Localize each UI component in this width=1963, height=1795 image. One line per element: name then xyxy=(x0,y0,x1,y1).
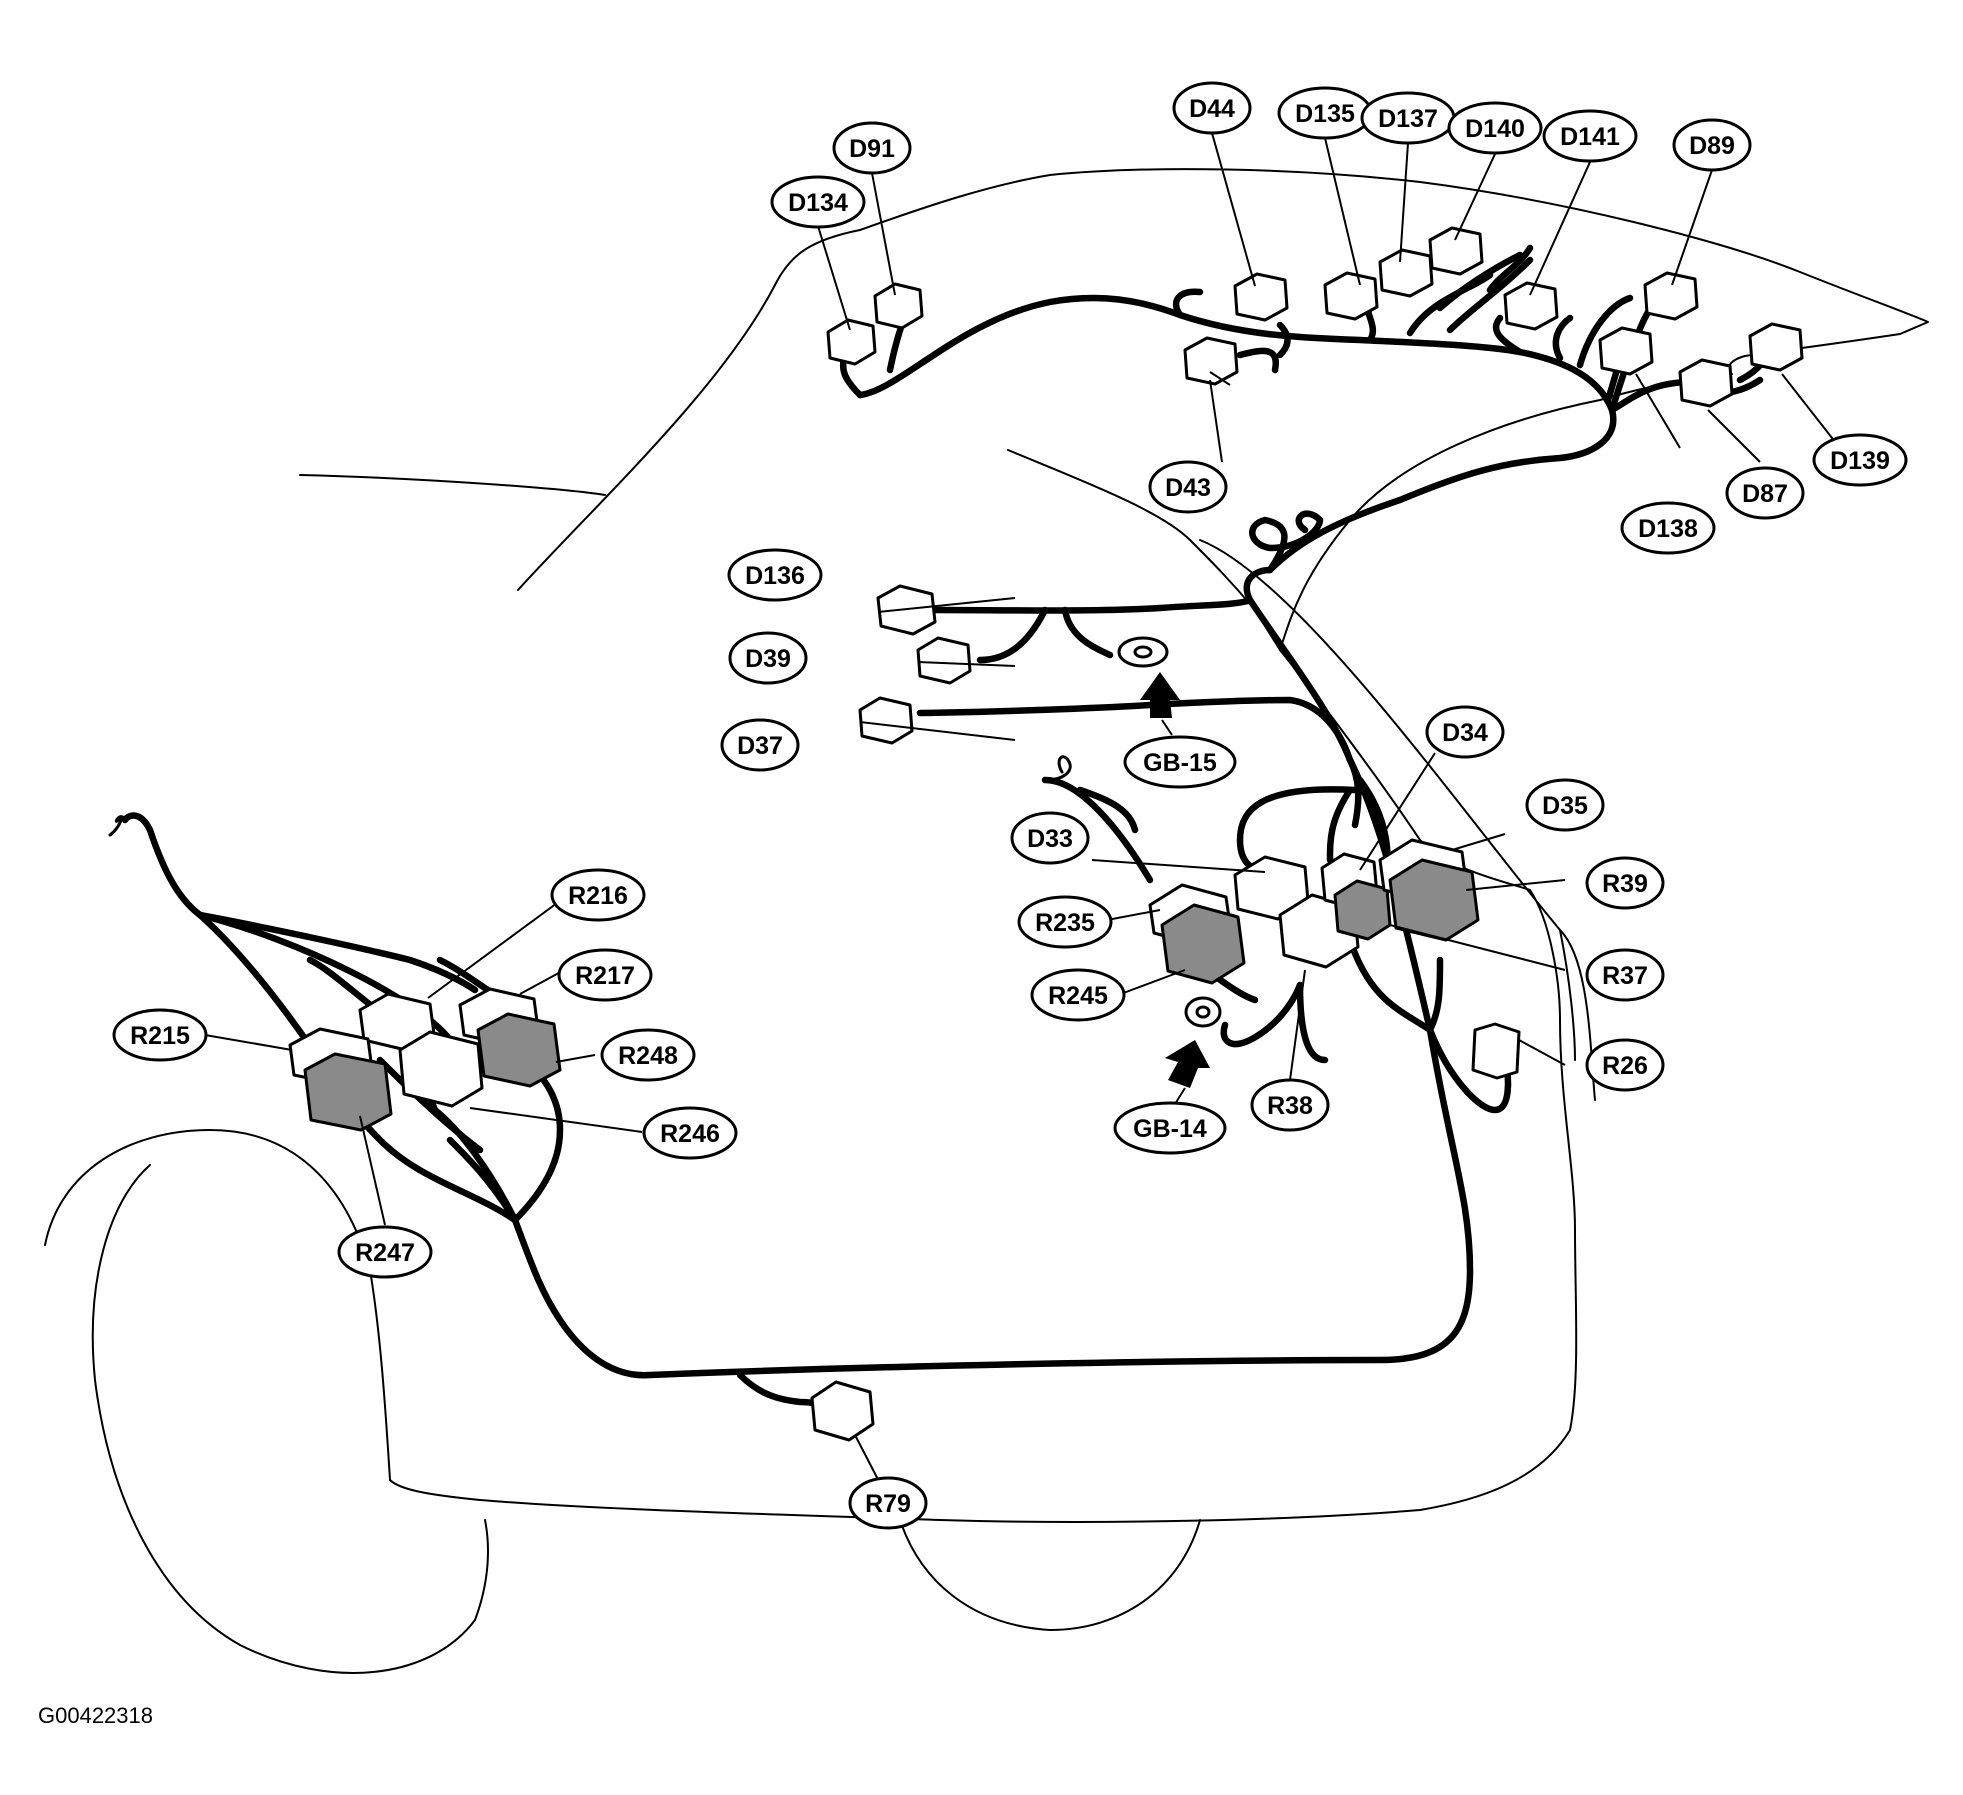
connector-d87-icon xyxy=(1678,358,1734,408)
callout-label: D137 xyxy=(1378,105,1438,133)
connector-r39-icon xyxy=(1388,858,1480,942)
vehicle-outline xyxy=(44,168,1929,1674)
callout-label: R217 xyxy=(575,962,635,990)
callout-r38: R38 xyxy=(1250,1078,1330,1132)
connector-r246-icon xyxy=(398,1030,484,1108)
callout-r245: R245 xyxy=(1030,968,1126,1022)
callout-label: D34 xyxy=(1442,719,1488,747)
callout-label: R215 xyxy=(130,1022,190,1050)
connector-d39-icon xyxy=(916,636,972,685)
callout-label: D141 xyxy=(1560,123,1620,151)
callout-label: R245 xyxy=(1048,982,1108,1010)
callout-r216: R216 xyxy=(550,868,646,922)
connector-d44-icon xyxy=(1233,272,1289,322)
connector-r79-icon xyxy=(810,1380,875,1442)
callout-r248: R248 xyxy=(600,1028,696,1082)
connector-r26-icon xyxy=(1471,1022,1521,1080)
callout-label: D134 xyxy=(788,189,848,217)
connector-d140-icon xyxy=(1428,226,1484,276)
connector-d89-icon xyxy=(1643,271,1699,321)
leader-lines xyxy=(204,132,1844,1494)
callout-label: R38 xyxy=(1267,1092,1313,1120)
callout-label: D139 xyxy=(1830,447,1890,475)
connector-r37-icon xyxy=(1333,879,1392,941)
callout-d141: D141 xyxy=(1542,109,1638,163)
callout-label: D35 xyxy=(1542,792,1588,820)
connectors xyxy=(288,226,1804,1442)
connector-d138-icon xyxy=(1598,326,1654,376)
callout-d138: D138 xyxy=(1620,501,1716,555)
callout-r215: R215 xyxy=(112,1008,208,1062)
arrow-gb14-icon xyxy=(1165,1040,1210,1088)
callout-label: D44 xyxy=(1189,95,1235,123)
callout-label: D140 xyxy=(1465,115,1525,143)
callout-label: D43 xyxy=(1165,474,1211,502)
callout-d139: D139 xyxy=(1812,433,1908,487)
callout-r246: R246 xyxy=(642,1106,738,1160)
callout-label: R247 xyxy=(355,1239,415,1267)
callout-d37: D37 xyxy=(720,718,800,772)
callout-label: R235 xyxy=(1035,909,1095,937)
callout-label: R39 xyxy=(1602,870,1648,898)
connector-d43-icon xyxy=(1183,336,1239,386)
callout-d137: D137 xyxy=(1360,91,1456,145)
callout-label: D87 xyxy=(1742,480,1788,508)
callout-label: R26 xyxy=(1602,1052,1648,1080)
callout-label: R216 xyxy=(568,882,628,910)
callout-d89: D89 xyxy=(1672,118,1752,172)
connector-d141-icon xyxy=(1503,281,1559,331)
callout-d39: D39 xyxy=(728,631,808,685)
callout-r37: R37 xyxy=(1585,948,1665,1002)
callout-label: D37 xyxy=(737,732,783,760)
arrow-gb15-icon xyxy=(1140,672,1180,718)
figure-id: G00422318 xyxy=(38,1703,153,1728)
callout-label: D136 xyxy=(745,562,805,590)
callout-label: D33 xyxy=(1027,825,1073,853)
connector-d37-icon xyxy=(858,696,914,745)
connector-d137-icon xyxy=(1378,248,1434,298)
callout-r217: R217 xyxy=(557,948,653,1002)
callout-d134: D134 xyxy=(770,175,866,229)
connector-d91-icon xyxy=(873,282,924,330)
callout-label: GB-14 xyxy=(1133,1115,1207,1143)
callout-d87: D87 xyxy=(1725,466,1805,520)
callout-r247: R247 xyxy=(337,1225,433,1279)
callout-label: R37 xyxy=(1602,962,1648,990)
callout-label: D39 xyxy=(745,645,791,673)
callout-label: D135 xyxy=(1295,100,1355,128)
callout-r79: R79 xyxy=(848,1476,928,1530)
callout-label: D89 xyxy=(1689,132,1735,160)
callout-label: R246 xyxy=(660,1120,720,1148)
callout-r26: R26 xyxy=(1585,1038,1665,1092)
connector-r248-icon xyxy=(476,1012,562,1088)
callout-d33: D33 xyxy=(1010,811,1090,865)
callout-d140: D140 xyxy=(1447,101,1543,155)
connector-d139-icon xyxy=(1748,322,1804,372)
callout-d43: D43 xyxy=(1148,460,1228,514)
callout-d135: D135 xyxy=(1277,86,1373,140)
callout-label: R79 xyxy=(865,1490,911,1518)
callout-gb-15: GB-15 xyxy=(1123,735,1237,789)
callout-d35: D35 xyxy=(1525,778,1605,832)
callout-label: D91 xyxy=(849,135,895,163)
callout-r39: R39 xyxy=(1585,856,1665,910)
callout-d44: D44 xyxy=(1172,81,1252,135)
callout-label: D138 xyxy=(1638,515,1698,543)
connector-r247-icon xyxy=(303,1052,393,1132)
connector-d134-icon xyxy=(826,318,877,366)
callout-label: R248 xyxy=(618,1042,678,1070)
connector-d135-icon xyxy=(1323,271,1379,321)
callout-label: GB-15 xyxy=(1143,749,1217,777)
callout-d136: D136 xyxy=(727,548,823,602)
callout-d91: D91 xyxy=(832,121,912,175)
callout-d34: D34 xyxy=(1425,705,1505,759)
callout-r235: R235 xyxy=(1017,895,1113,949)
callout-gb-14: GB-14 xyxy=(1113,1101,1227,1155)
connector-r245-icon xyxy=(1160,903,1246,985)
